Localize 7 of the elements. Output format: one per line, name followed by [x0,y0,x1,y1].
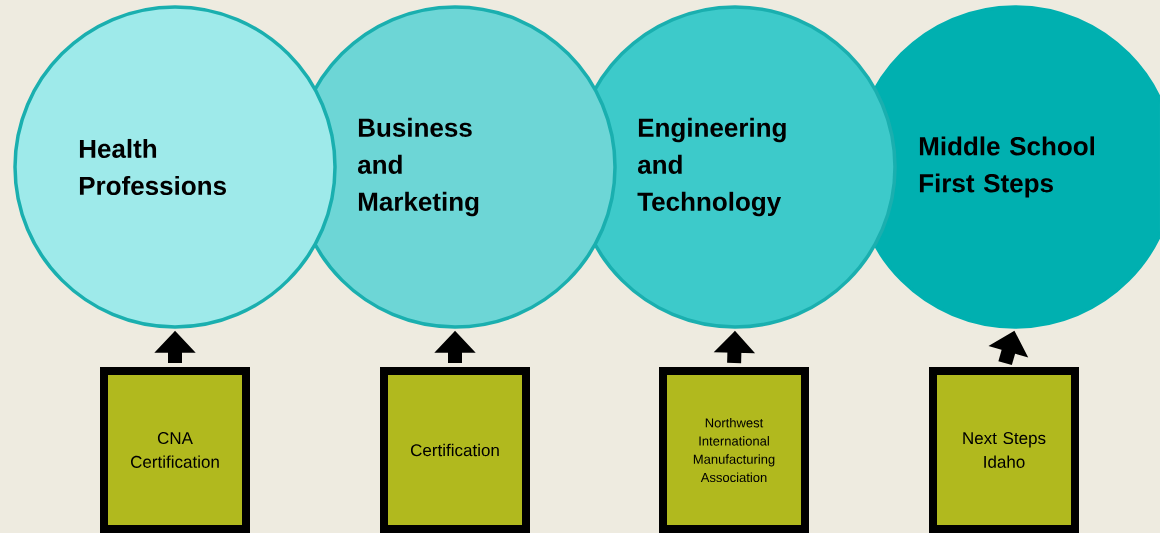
certification-box: CNA Certification [100,367,250,533]
circle-node: Health Professions [13,5,337,329]
certification-box: Next Steps Idaho [929,367,1079,533]
certification-box: Northwest International Manufacturing Association [659,367,809,533]
circle-node: Engineering and Technology [573,5,897,329]
certification-box: Certification [380,367,530,533]
circle-node: Business and Marketing [293,5,617,329]
